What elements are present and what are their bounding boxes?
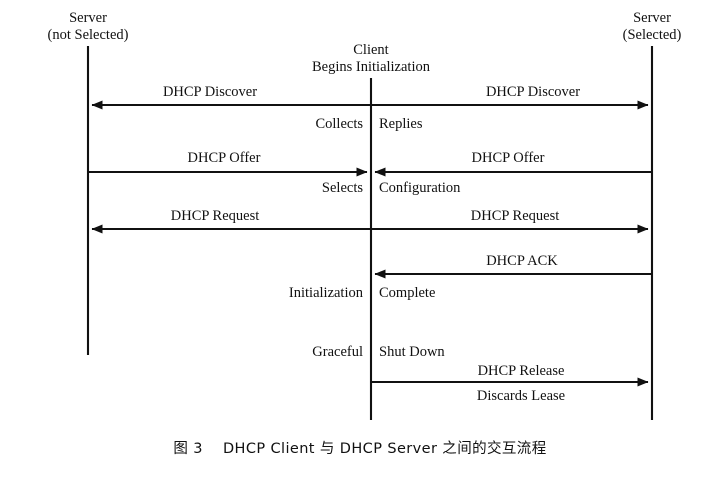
message-label-ack: DHCP ACK (486, 253, 558, 269)
annotation-configuration: Configuration (379, 180, 461, 196)
annotation-discards-lease: Discards Lease (476, 388, 566, 404)
message-label-request-right: DHCP Request (470, 208, 560, 224)
lifeline-title-line2: (not Selected) (47, 27, 129, 43)
lifeline-title-line1: Client (353, 42, 389, 58)
lifeline-title-line2: (Selected) (622, 27, 682, 43)
annotation-shut-down: Shut Down (379, 344, 445, 360)
message-label-discover-left: DHCP Discover (162, 84, 258, 100)
lifeline-header-server-not-selected: Server(not Selected) (48, 10, 129, 44)
message-label-offer-left: DHCP Offer (187, 150, 261, 166)
message-label-release: DHCP Release (477, 363, 565, 379)
annotation-complete: Complete (379, 285, 436, 301)
lifeline-title-line2: Begins Initialization (312, 59, 430, 75)
figure-caption: 图 3 DHCP Client 与 DHCP Server 之间的交互流程 (173, 441, 547, 457)
annotation-selects: Selects (321, 180, 363, 196)
lifeline-title-line1: Server (633, 10, 671, 26)
message-label-discover-right: DHCP Discover (485, 84, 581, 100)
lifeline-header-server-selected: Server(Selected) (623, 10, 682, 44)
annotation-collects: Collects (315, 116, 363, 132)
message-label-offer-right: DHCP Offer (471, 150, 545, 166)
annotation-replies: Replies (379, 116, 423, 132)
annotation-graceful: Graceful (312, 344, 363, 360)
message-label-request-left: DHCP Request (170, 208, 260, 224)
annotation-initialization: Initialization (288, 285, 363, 301)
lifeline-title-line1: Server (69, 10, 107, 26)
